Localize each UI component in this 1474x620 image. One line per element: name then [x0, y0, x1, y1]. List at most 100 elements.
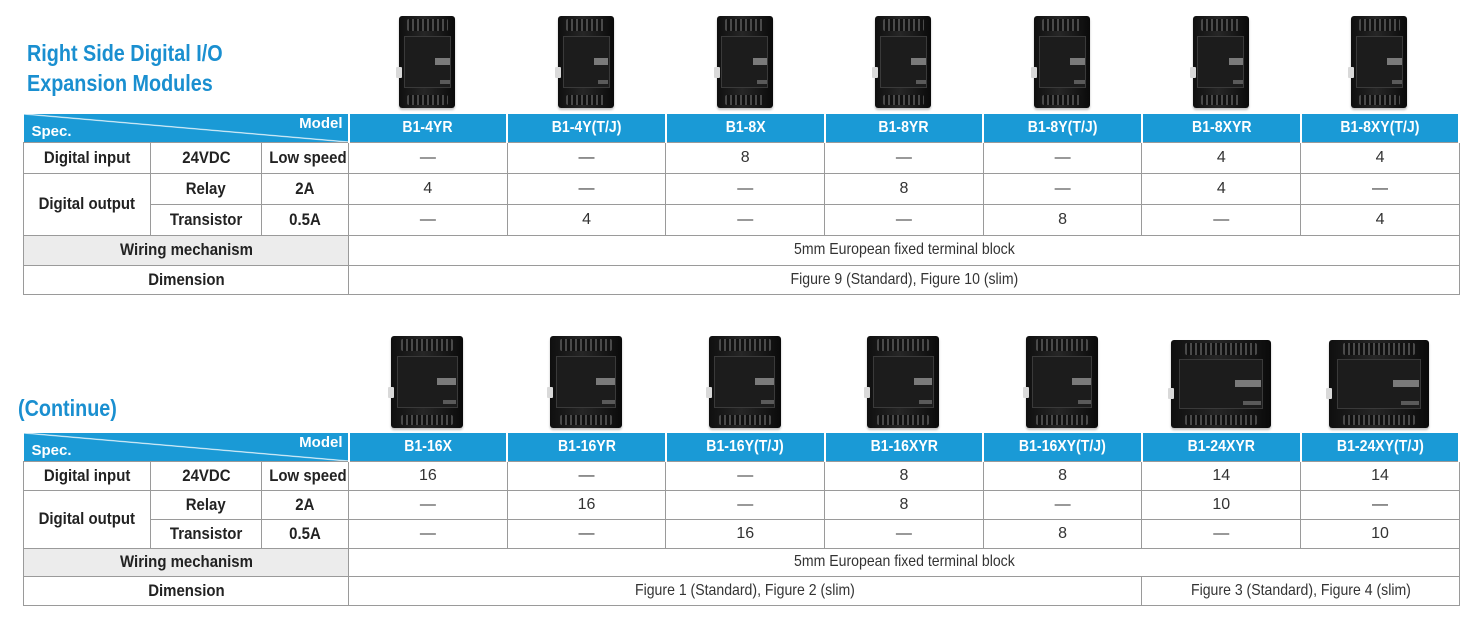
row-label-low-speed: Low speed — [260, 460, 350, 491]
spec-header-label: Spec. — [31, 122, 72, 140]
product-image-b1-4yr — [348, 6, 507, 112]
table-cell: — — [982, 141, 1143, 174]
row-label-digital-output: Digital output — [23, 172, 151, 236]
row-label-relay-rating: 2A — [260, 172, 350, 205]
table-cell: — — [1141, 203, 1302, 236]
table-cell: — — [1141, 518, 1302, 549]
spec-table-1: Spec. Model B1-4YR B1-4Y(T/J) B1-8X B1-8… — [22, 114, 1461, 295]
spec-table-2: Spec. Model B1-16X B1-16YR B1-16Y(T/J) B… — [22, 433, 1461, 606]
row-label-transistor: Transistor — [150, 518, 262, 549]
row-label-relay-rating: 2A — [260, 489, 350, 520]
table-cell: — — [348, 141, 508, 174]
table-cell: 8 — [824, 172, 984, 205]
table-cell: — — [665, 489, 826, 520]
table-cell: — — [982, 489, 1143, 520]
dimension-value: Figure 9 (Standard), Figure 10 (slim) — [348, 264, 1460, 295]
table-cell: — — [1300, 172, 1460, 205]
spec-model-header: Spec. Model — [23, 114, 349, 142]
row-label-wiring: Wiring mechanism — [22, 234, 350, 266]
table-cell: — — [348, 489, 508, 520]
model-header: B1-8XY(T/J) — [1299, 114, 1461, 142]
row-label-wiring: Wiring mechanism — [22, 547, 350, 577]
product-images-row-1 — [348, 6, 1459, 112]
spec-model-header: Spec. Model — [23, 433, 349, 461]
dimension-value-b: Figure 3 (Standard), Figure 4 (slim) — [1141, 575, 1460, 606]
model-header: B1-8X — [664, 114, 826, 142]
table-cell: — — [506, 518, 667, 549]
product-image-b1-24xytj — [1300, 322, 1459, 432]
spec-header-label: Spec. — [31, 441, 72, 459]
model-header: B1-8YR — [823, 114, 985, 142]
model-header: B1-16XY(T/J) — [982, 433, 1143, 461]
row-label-24vdc: 24VDC — [150, 141, 262, 174]
wiring-value: 5mm European fixed terminal block — [348, 547, 1460, 577]
product-image-b1-4ytj — [507, 6, 666, 112]
table-cell: 4 — [1300, 203, 1460, 236]
table-cell: — — [348, 203, 508, 236]
section-title-continue: (Continue) — [18, 395, 117, 421]
table-cell: 4 — [1141, 141, 1302, 174]
table-cell: 4 — [1141, 172, 1302, 205]
row-label-relay: Relay — [150, 489, 262, 520]
dimension-value-a: Figure 1 (Standard), Figure 2 (slim) — [348, 575, 1143, 606]
product-image-b1-8xyr — [1141, 6, 1300, 112]
table-cell: — — [824, 141, 984, 174]
row-label-low-speed: Low speed — [260, 141, 350, 174]
product-image-b1-24xyr — [1141, 322, 1300, 432]
title-line-2: Expansion Modules — [27, 70, 213, 96]
table-cell: 8 — [982, 203, 1143, 236]
row-label-dimension: Dimension — [22, 575, 350, 606]
product-image-b1-16xytj — [983, 322, 1142, 432]
table-cell: — — [506, 141, 667, 174]
row-label-dimension: Dimension — [22, 264, 350, 295]
model-header: B1-24XYR — [1140, 433, 1302, 461]
table-cell: 8 — [824, 460, 984, 491]
model-header: B1-4Y(T/J) — [506, 114, 667, 142]
table-cell: — — [824, 518, 984, 549]
table-cell: 10 — [1141, 489, 1302, 520]
row-label-relay: Relay — [150, 172, 262, 205]
table-cell: 16 — [348, 460, 508, 491]
row-label-digital-output: Digital output — [23, 489, 151, 549]
row-label-digital-input: Digital input — [23, 460, 151, 491]
row-label-digital-input: Digital input — [23, 141, 151, 174]
model-header: B1-4YR — [347, 114, 509, 142]
model-header: B1-16XYR — [823, 433, 985, 461]
table-cell: 8 — [982, 460, 1143, 491]
table-cell: 14 — [1141, 460, 1302, 491]
table-cell: 8 — [665, 141, 826, 174]
model-header: B1-16X — [347, 433, 509, 461]
table-cell: 16 — [665, 518, 826, 549]
model-header: B1-8Y(T/J) — [982, 114, 1143, 142]
row-label-transistor-rating: 0.5A — [260, 518, 350, 549]
table-cell: — — [348, 518, 508, 549]
table-cell: — — [665, 203, 826, 236]
row-label-24vdc: 24VDC — [150, 460, 262, 491]
table-cell: 10 — [1300, 518, 1460, 549]
table-cell: — — [824, 203, 984, 236]
section-title-expansion-modules: Right Side Digital I/O Expansion Modules — [27, 38, 223, 98]
model-header: B1-24XY(T/J) — [1299, 433, 1461, 461]
table-cell: 8 — [824, 489, 984, 520]
model-header: B1-16YR — [506, 433, 667, 461]
product-image-b1-16x — [348, 322, 507, 432]
row-label-transistor-rating: 0.5A — [260, 203, 350, 236]
table-cell: 4 — [1300, 141, 1460, 174]
product-images-row-2 — [348, 322, 1459, 432]
table-cell: — — [506, 172, 667, 205]
model-header: B1-8XYR — [1140, 114, 1302, 142]
table-cell: — — [1300, 489, 1460, 520]
product-image-b1-16ytj — [665, 322, 824, 432]
wiring-value: 5mm European fixed terminal block — [348, 234, 1460, 266]
table-cell: 14 — [1300, 460, 1460, 491]
table-cell: — — [665, 460, 826, 491]
model-header-label: Model — [299, 115, 343, 132]
table-cell: — — [982, 172, 1143, 205]
model-header: B1-16Y(T/J) — [664, 433, 826, 461]
row-label-transistor: Transistor — [150, 203, 262, 236]
table-cell: 4 — [506, 203, 667, 236]
table-cell: — — [506, 460, 667, 491]
product-image-b1-8yr — [824, 6, 983, 112]
product-image-b1-8xytj — [1300, 6, 1459, 112]
product-image-b1-16yr — [507, 322, 666, 432]
